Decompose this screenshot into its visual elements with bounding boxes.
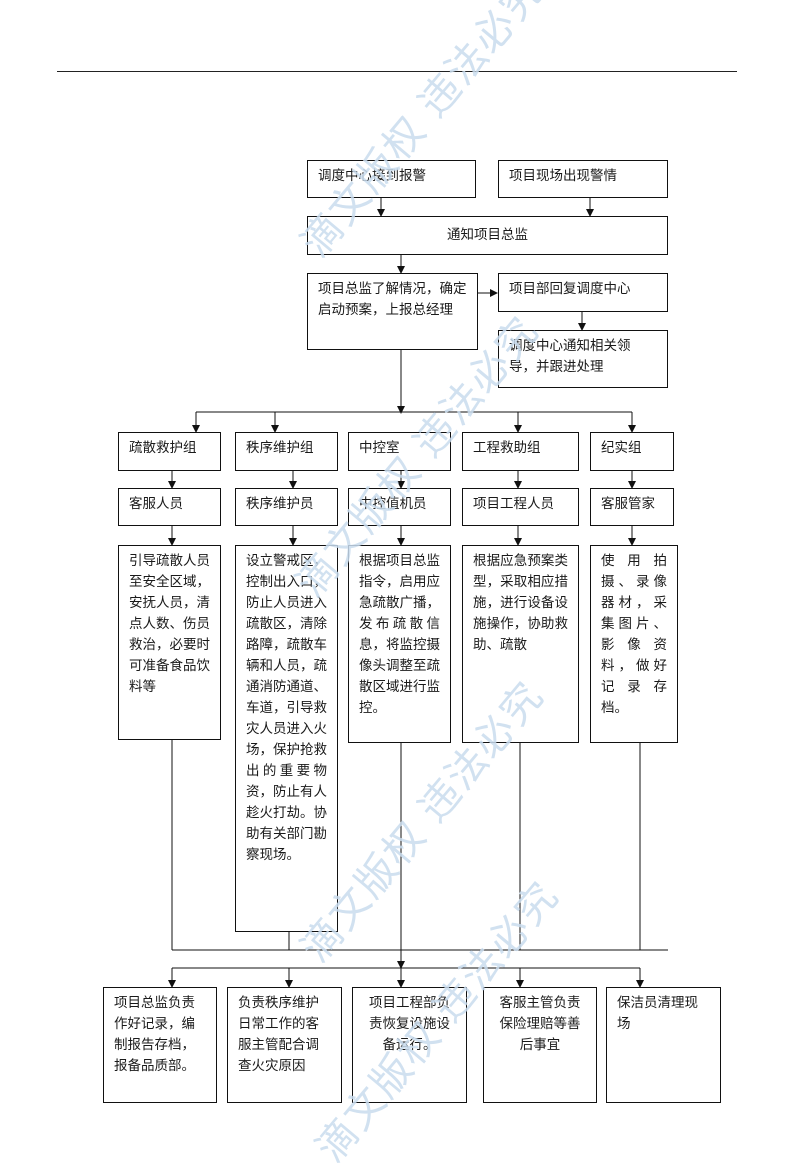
notify-director-box: 通知项目总监 xyxy=(307,216,668,255)
role-engineering-staff: 项目工程人员 xyxy=(462,488,579,526)
final-facility-restore: 项目工程部负责恢复设施设备运行。 xyxy=(352,987,467,1103)
duty-order: 设立警戒区，控制出入口，防止人员进入疏散区，清除路障，疏散车辆和人员，疏通消防通… xyxy=(235,545,338,932)
group-engineering: 工程救助组 xyxy=(462,432,579,471)
role-order-staff: 秩序维护员 xyxy=(235,488,338,526)
group-evacuation: 疏散救护组 xyxy=(118,432,221,471)
duty-engineering: 根据应急预案类型，采取相应措施，进行设备设施操作，协助救助、疏散 xyxy=(462,545,579,743)
site-alarm-box: 项目现场出现警情 xyxy=(498,160,668,198)
dispatch-notify-box: 调度中心通知相关领导，并跟进处理 xyxy=(498,330,668,388)
reply-dispatch-box: 项目部回复调度中心 xyxy=(498,273,668,312)
director-plan-box: 项目总监了解情况，确定启动预案，上报总经理 xyxy=(307,273,478,350)
duty-evacuation: 引导疏散人员至安全区域，安抚人员，清点人数、伤员救治，必要时可准备食品饮料等 xyxy=(118,545,221,740)
role-butler: 客服管家 xyxy=(590,488,674,526)
final-cleaning: 保洁员清理现场 xyxy=(606,987,721,1103)
final-fire-investigation: 负责秩序维护日常工作的客服主管配合调查火灾原因 xyxy=(227,987,342,1103)
role-customer-service: 客服人员 xyxy=(118,488,221,526)
group-control-room: 中控室 xyxy=(348,432,451,471)
group-record: 纪实组 xyxy=(590,432,674,471)
dispatch-alarm-box: 调度中心接到报警 xyxy=(307,160,476,198)
header-rule xyxy=(57,71,737,72)
group-order: 秩序维护组 xyxy=(235,432,338,471)
connector-lines xyxy=(168,198,668,988)
duty-record: 使用拍摄、录像器材，采集图片、影像资料，做好记录存档。 xyxy=(590,545,678,743)
duty-control-room: 根据项目总监指令，启用应急疏散广播，发布疏散信息，将监控摄像头调整至疏散区域进行… xyxy=(348,545,451,743)
final-director-report: 项目总监负责作好记录，编制报告存档，报备品质部。 xyxy=(103,987,217,1103)
final-insurance: 客服主管负责保险理赔等善后事宜 xyxy=(483,987,597,1103)
role-control-operator: 中控值机员 xyxy=(348,488,451,526)
